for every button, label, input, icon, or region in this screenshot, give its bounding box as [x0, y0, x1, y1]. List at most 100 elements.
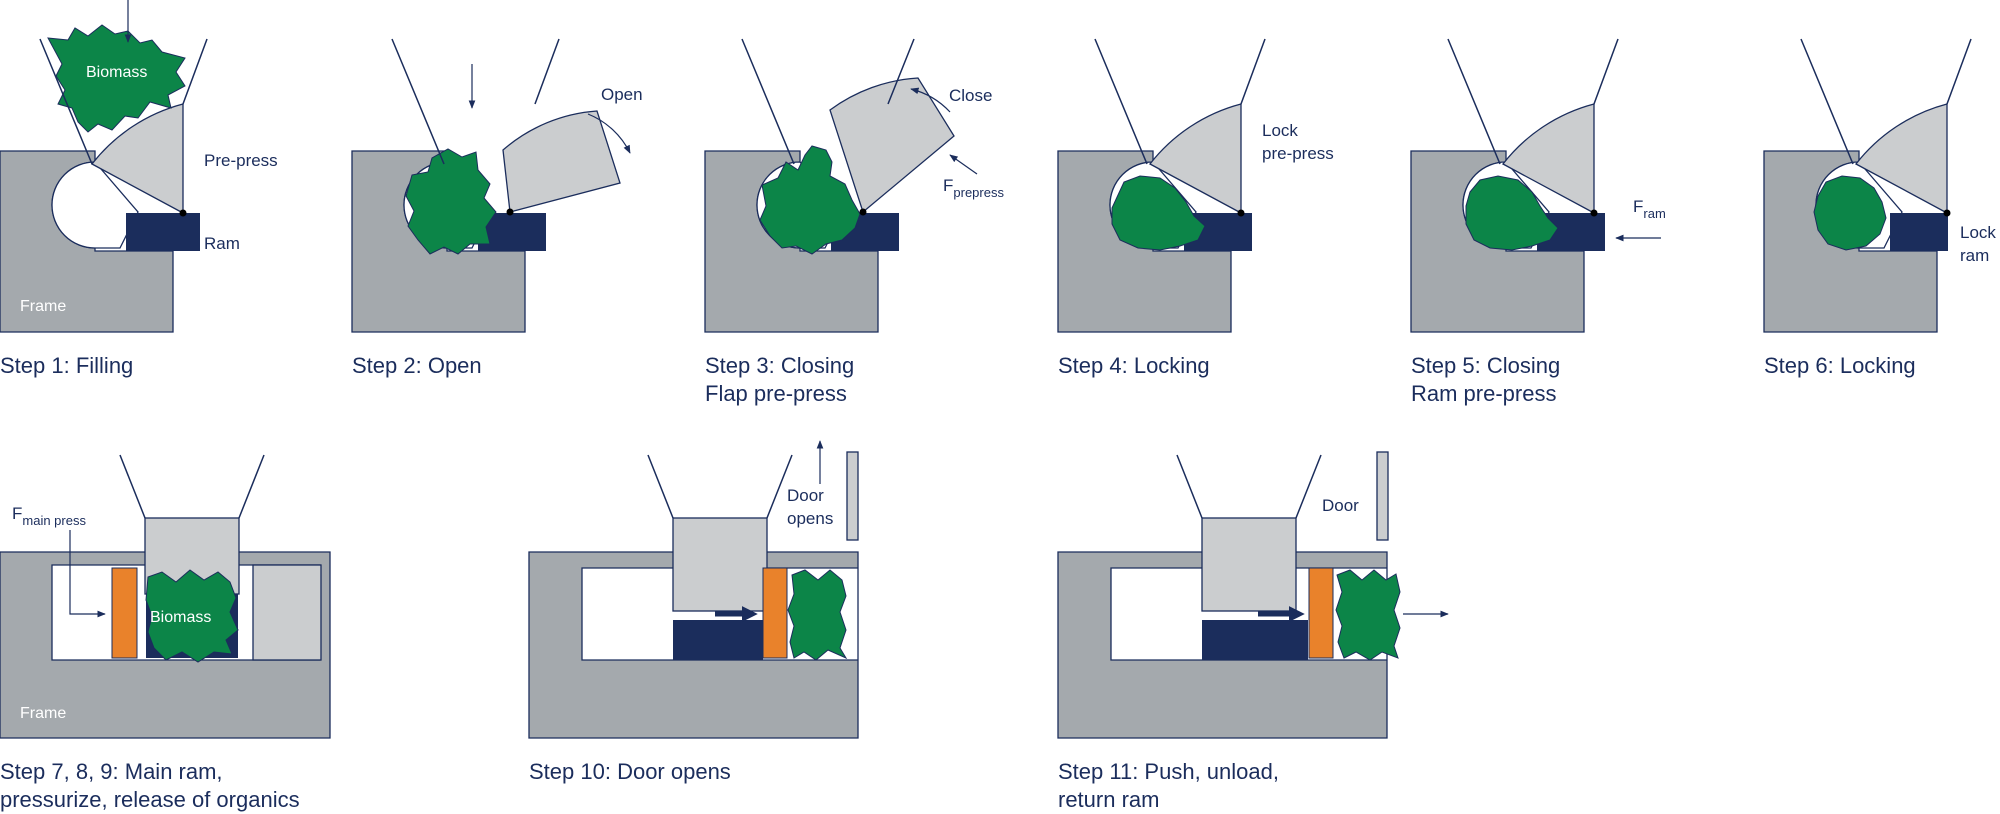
lock-ram-label-line1: Lock [1960, 223, 1996, 242]
frame-label: Frame [20, 705, 66, 722]
prepress-force-arrow [949, 154, 978, 175]
pre-press-block [1201, 517, 1297, 612]
door-label: Door [1322, 496, 1359, 515]
pre-press-label: Pre-press [204, 151, 278, 170]
force-subscript: ram [1643, 206, 1665, 221]
right-hopper-wall [1946, 38, 1972, 105]
open-arrow [587, 113, 631, 154]
step11-caption-line1: Step 11: Push, unload, [1058, 759, 1279, 784]
step4-panel: Lock pre-press Step 4: Locking [1057, 38, 1334, 378]
left-hopper-wall [741, 38, 795, 165]
frame-label: Frame [20, 298, 66, 315]
left-hopper-wall [1094, 38, 1148, 165]
f-main-press-label: Fmain press [12, 504, 86, 528]
step5-caption-line1: Step 5: Closing [1411, 353, 1560, 378]
step3-caption-line2: Flap pre-press [705, 381, 847, 406]
step6-caption: Step 6: Locking [1764, 353, 1916, 378]
right-hopper-wall [1240, 38, 1266, 105]
biomass-compacted [1813, 175, 1887, 251]
right-hopper-wall [182, 38, 208, 105]
ram [673, 620, 763, 660]
left-hopper-wall [39, 38, 93, 165]
right-hopper-wall [238, 454, 265, 519]
left-hopper-wall [1800, 38, 1854, 165]
pivot-dot [1237, 209, 1245, 217]
step10-panel: Door opens Step 10: Door opens [528, 440, 859, 784]
right-hopper-wall [1295, 454, 1322, 519]
biomass-compacted [1111, 175, 1206, 251]
biomass-label: Biomass [86, 64, 147, 81]
pre-press-block [672, 517, 768, 612]
pre-press-flap-locked [1502, 103, 1595, 215]
left-hopper-wall [391, 38, 445, 165]
close-label: Close [949, 86, 992, 105]
step3-panel: Close Fprepress Step 3: Closing Flap pre… [704, 38, 1004, 406]
right-hopper-wall [766, 454, 793, 519]
step5-panel: Fram Step 5: Closing Ram pre-press [1410, 38, 1666, 406]
step2-caption: Step 2: Open [352, 353, 482, 378]
pre-press-flap-locked [1855, 103, 1948, 215]
main-ram-plate [1308, 567, 1334, 659]
step2-panel: Open Step 2: Open [351, 38, 643, 378]
biomass-cake-ejected [1335, 569, 1401, 661]
biomass-compacted [1465, 175, 1559, 251]
right-hopper-wall [534, 38, 560, 105]
step6-panel: Lock ram Step 6: Locking [1763, 38, 1996, 378]
pivot-dot [1590, 209, 1598, 217]
ram [126, 213, 200, 251]
door [1376, 451, 1389, 541]
step10-caption: Step 10: Door opens [529, 759, 731, 784]
pivot-dot [179, 209, 187, 217]
door [846, 451, 859, 541]
press-chamber [51, 161, 139, 249]
biomass-loose [405, 148, 497, 255]
force-symbol: F [943, 176, 953, 195]
biomass-main-press [145, 569, 239, 663]
step4-caption: Step 4: Locking [1058, 353, 1210, 378]
pre-press-flap-closing [829, 77, 955, 214]
lock-ram-label-line2: ram [1960, 246, 1989, 265]
pivot-dot [1943, 209, 1951, 217]
biomass-pressed [759, 145, 861, 255]
force-subscript: prepress [953, 185, 1004, 200]
lock-label: Lock [1262, 121, 1298, 140]
step5-caption-line2: Ram pre-press [1411, 381, 1556, 406]
step11-panel: Door Step 11: Push, unload, return ram [1057, 451, 1449, 812]
left-hopper-wall [647, 454, 674, 519]
biomass-falling [47, 24, 186, 133]
door-block [252, 564, 322, 661]
right-hopper-wall [1593, 38, 1619, 105]
step11-caption-line2: return ram [1058, 787, 1159, 812]
ram [1202, 620, 1308, 660]
f-prepress-label: Fprepress [943, 176, 1004, 200]
step7-9-panel: Fmain press Biomass Frame Step 7, 8, 9: … [0, 454, 331, 812]
step7-caption-line2: pressurize, release of organics [0, 787, 300, 812]
step1-caption: Step 1: Filling [0, 353, 133, 378]
step1-panel: Biomass Pre-press Ram Frame Step 1: Fill… [0, 0, 278, 378]
close-arrow [910, 87, 951, 113]
left-hopper-wall [119, 454, 146, 519]
pre-press-flap [91, 103, 184, 215]
door-opens-label-line2: opens [787, 509, 833, 528]
pre-press-flap-open [502, 110, 621, 213]
ram-label: Ram [204, 234, 240, 253]
biomass-label: Biomass [150, 609, 211, 626]
pivot-dot [506, 208, 514, 216]
main-press-force-arrow [69, 530, 106, 618]
force-subscript: main press [22, 513, 86, 528]
force-symbol: F [1633, 197, 1643, 216]
biomass-cake [787, 569, 848, 661]
step7-caption-line1: Step 7, 8, 9: Main ram, [0, 759, 223, 784]
pre-press-flap-locked [1149, 103, 1242, 215]
left-hopper-wall [1447, 38, 1501, 165]
right-hopper-wall [887, 38, 915, 105]
step3-caption-line1: Step 3: Closing [705, 353, 854, 378]
door-opens-label-line1: Door [787, 486, 824, 505]
ram [1890, 213, 1948, 251]
pivot-dot [859, 208, 867, 216]
force-symbol: F [12, 504, 22, 523]
f-ram-label: Fram [1633, 197, 1666, 221]
main-ram-plate [111, 567, 138, 659]
main-ram-plate [762, 567, 788, 659]
